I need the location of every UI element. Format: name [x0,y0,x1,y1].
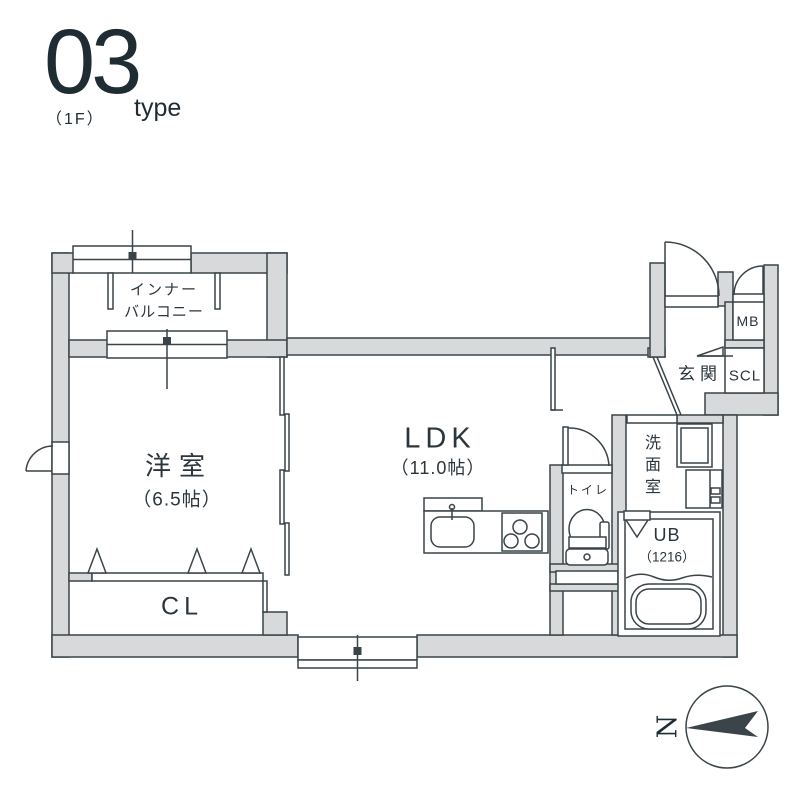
window-ldk-south [297,635,418,681]
bathtub [630,583,707,630]
toilet-counter [555,570,619,585]
label-ldk-size: （11.0帖） [390,458,486,478]
compass [685,685,769,769]
stove [501,512,543,552]
entrance-step-line [652,356,682,416]
label-inner-balcony-line1: インナー [129,281,199,299]
label-western-room: 洋室 [144,451,214,481]
north-arrow-icon [686,711,758,737]
window-balcony-top [72,230,192,274]
meter-box-door [732,265,765,304]
label-shoe-closet: SCL [728,367,762,385]
window-western-room-left [25,441,70,475]
window-balcony-inner [106,329,228,389]
plan-floor: （1F） [46,111,105,128]
meter-box [732,301,765,341]
plan-type-number: 03 [44,11,142,113]
closet-folding-doors [86,546,268,613]
label-unit-bath: UB [653,525,681,545]
label-meter-box: MB [736,313,760,329]
label-closet: CL [161,592,203,621]
entrance-door [664,241,720,308]
walls [51,252,779,658]
compass-north-label: N [652,714,684,739]
label-inner-balcony-line2: バルコニー [124,303,204,321]
sliding-door-partition [279,356,290,576]
washbasin [685,469,723,509]
bath-edge-line [625,573,713,581]
label-western-room-size: （6.5帖） [132,489,222,511]
compass-circle [685,685,769,769]
label-washroom: 洗面室 [642,434,659,500]
entrance-direction-arrow [696,345,733,357]
washing-machine-space [676,423,713,468]
kitchen-sink [430,516,475,548]
washroom-opening [626,414,678,424]
hall-partition [550,347,563,411]
kitchen-counter [423,497,549,554]
label-entrance: 玄関 [678,364,722,384]
balcony-posts [107,272,221,310]
label-toilet: トイレ [566,483,610,497]
plan-type-suffix: type [134,94,182,122]
label-ldk: LDK [404,422,476,455]
folding-door-icon [625,519,649,539]
label-unit-bath-size: （1216） [638,549,696,565]
toilet-fixture [565,508,610,566]
toilet-door [561,426,613,474]
